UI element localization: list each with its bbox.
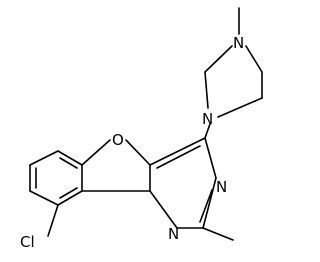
bond-furan-o-c	[125, 139, 151, 166]
bond-piperazine-1	[204, 71, 209, 109]
structure-canvas: Cl O N N N N	[20, 7, 263, 251]
molecule-structure: Cl O N N N N	[20, 7, 263, 251]
chlorine-label: Cl	[20, 233, 35, 251]
bond-benzene-5	[57, 190, 83, 206]
bond-benzene-2	[29, 150, 59, 166]
piperazine-n-top-label: N	[233, 34, 244, 52]
bond-pyrimidine-3	[202, 177, 217, 229]
bond-pyrimidine-1	[149, 137, 206, 166]
bond-benzene-double-3	[59, 187, 78, 199]
bond-benzene-double-2	[59, 157, 78, 169]
furan-oxygen-label: O	[112, 131, 124, 149]
bond-pyrimidine-2	[204, 137, 217, 179]
bond-c-n-piperazine	[204, 123, 211, 139]
bond-pyrimidine-double-2	[199, 189, 213, 223]
bond-c-cl	[47, 204, 59, 237]
bond-methyl-pyrimidine	[202, 227, 234, 241]
bond-furan-c-o	[81, 139, 111, 166]
pyrimidine-n-bottom-label: N	[168, 225, 179, 243]
bond-pyrimidine-double-1	[156, 145, 201, 169]
bond-benzene-3	[57, 150, 83, 166]
bond-benzene-6	[29, 190, 59, 206]
bond-piperazine-3	[245, 45, 263, 73]
bond-pyrimidine-5	[149, 190, 178, 229]
bond-piperazine-5	[217, 97, 263, 118]
piperazine-n-bottom-label: N	[202, 110, 213, 128]
bond-piperazine-2	[204, 45, 233, 73]
pyrimidine-n-right-label: N	[216, 178, 227, 196]
